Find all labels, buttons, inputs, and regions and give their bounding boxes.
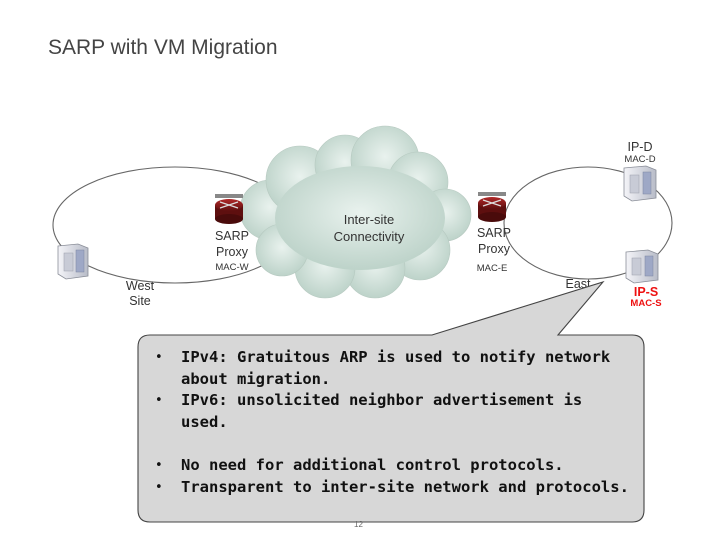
west-site-label-line1: West bbox=[126, 279, 155, 293]
east-router-icon bbox=[478, 192, 506, 222]
cloud-label-line2: Connectivity bbox=[334, 229, 405, 244]
server-d-mac: MAC-D bbox=[624, 154, 655, 165]
server-d-ip: IP-D bbox=[628, 140, 653, 154]
callout-group-2: No need for additional control protocols… bbox=[153, 455, 633, 498]
west-router-mac: MAC-W bbox=[215, 262, 248, 273]
server-d-icon bbox=[623, 165, 657, 202]
west-server-icon bbox=[57, 243, 89, 280]
server-s-icon bbox=[625, 249, 659, 284]
callout-group-1: IPv4: Gratuitous ARP is used to notify n… bbox=[153, 347, 633, 433]
slide-title: SARP with VM Migration bbox=[48, 36, 278, 59]
server-s-mac: MAC-S bbox=[630, 298, 661, 309]
inter-site-cloud-icon bbox=[239, 125, 472, 299]
server-s-ip: IP-S bbox=[634, 285, 658, 299]
cloud-label-line1: Inter-site bbox=[344, 212, 395, 227]
east-router-mac: MAC-E bbox=[477, 263, 508, 274]
callout-text: IPv4: Gratuitous ARP is used to notify n… bbox=[153, 347, 633, 498]
callout-bullet-transparent: Transparent to inter-site network and pr… bbox=[153, 477, 633, 499]
west-router-role: Proxy bbox=[216, 245, 249, 259]
callout-bullet-no-protocols: No need for additional control protocols… bbox=[153, 455, 633, 477]
callout-bullet-ipv6: IPv6: unsolicited neighbor advertisement… bbox=[153, 390, 633, 433]
callout-bullet-ipv4: IPv4: Gratuitous ARP is used to notify n… bbox=[153, 347, 633, 390]
west-router-icon bbox=[215, 194, 243, 224]
west-site-label-line2: Site bbox=[129, 294, 151, 308]
west-router-name: SARP bbox=[215, 229, 249, 243]
east-router-role: Proxy bbox=[478, 242, 511, 256]
east-site-ellipse bbox=[503, 166, 673, 280]
east-router-name: SARP bbox=[477, 226, 511, 240]
page-number: 12 bbox=[354, 520, 363, 529]
